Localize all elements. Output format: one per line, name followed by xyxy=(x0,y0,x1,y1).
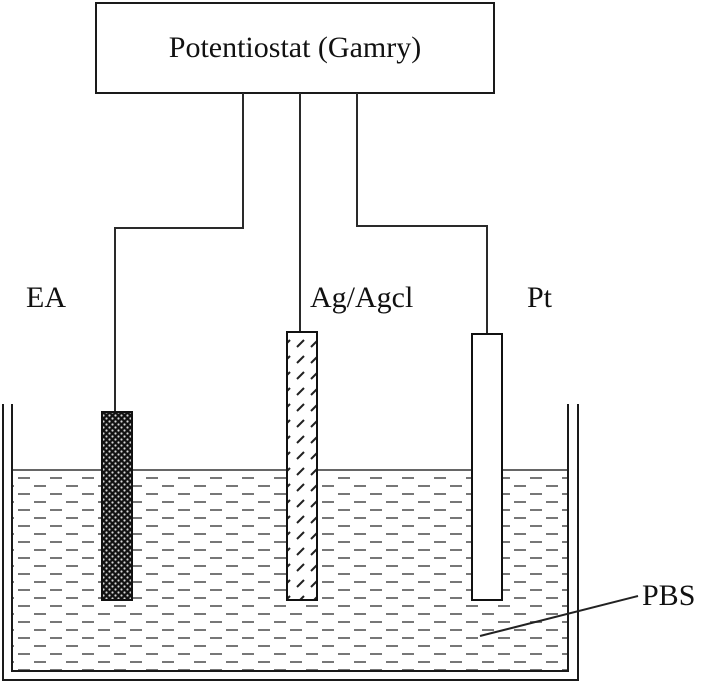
potentiostat-box xyxy=(95,2,495,94)
reference-electrode-label: Ag/Agcl xyxy=(310,281,413,314)
counter-electrode-label: Pt xyxy=(527,281,553,314)
wire-counter xyxy=(356,93,488,334)
counter-electrode xyxy=(471,333,503,601)
beaker-inner-wall xyxy=(11,404,569,672)
reference-electrode xyxy=(286,331,318,601)
wires xyxy=(114,93,488,412)
electrolyte-leader-line xyxy=(479,595,639,637)
working-electrode xyxy=(101,411,133,601)
wire-working xyxy=(114,93,244,412)
beaker xyxy=(2,404,579,681)
electrolyte-label: PBS xyxy=(642,579,695,612)
beaker-outer-wall xyxy=(2,404,579,681)
working-electrode-label: EA xyxy=(26,281,66,314)
potentiostat: Potentiostat (Gamry) xyxy=(95,2,495,94)
potentiostat-label: Potentiostat (Gamry) xyxy=(169,31,421,64)
